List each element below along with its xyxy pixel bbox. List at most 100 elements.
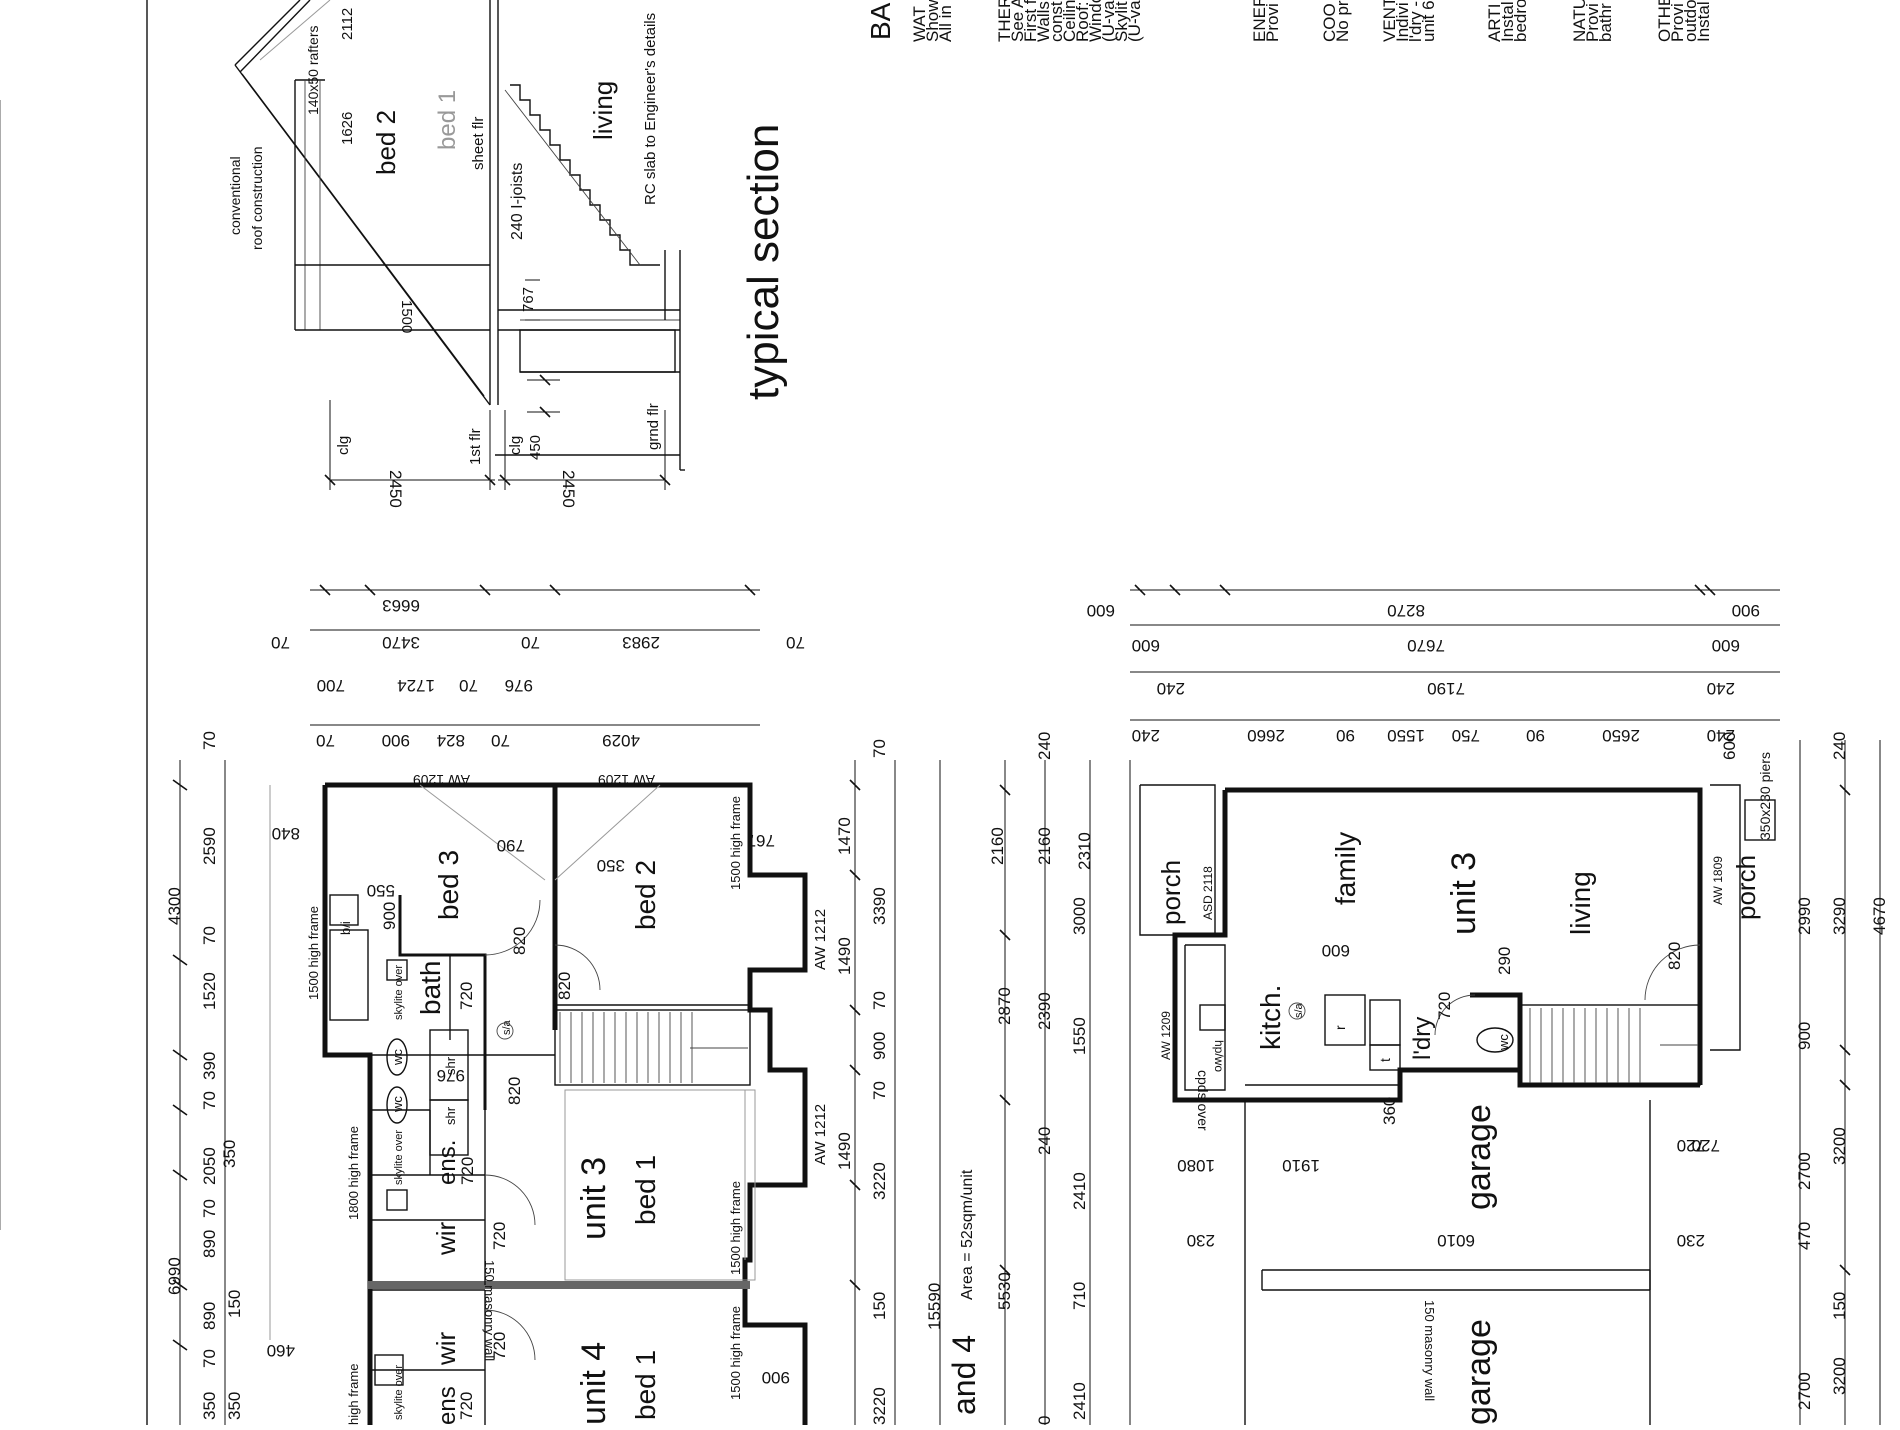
upper-dim-top: 70	[521, 633, 540, 652]
upper-dim-left: 890	[200, 1302, 219, 1330]
ground-dim-top: 2660	[1247, 726, 1285, 745]
ground-dim-left: 5530	[995, 1272, 1014, 1310]
ground-floor-plan: porch ASD 2118 family unit 3 living AW 1…	[988, 584, 1889, 1425]
ground-room-r: r	[1332, 1025, 1348, 1030]
ground-dim-top: 1550	[1387, 726, 1425, 745]
upper-dim-top: 70	[316, 731, 335, 750]
upper-floor-plan: bed 3 bed 2 bath b/i wc shr wc shr ens. …	[165, 584, 982, 1425]
notes-line: unit 6	[1419, 0, 1438, 42]
ground-dim-top: 600	[1087, 601, 1115, 620]
notes-line: Provi	[1263, 3, 1282, 42]
upper-dim-left: 390	[200, 1052, 219, 1080]
notes-line: Indivi	[1393, 2, 1412, 42]
dim-tick	[1839, 784, 1851, 796]
ground-dim-inner: 6010	[1437, 1231, 1475, 1250]
ground-dim-left: 240	[1035, 732, 1054, 760]
ground-room-aw1209: AW 1209	[1159, 1011, 1173, 1060]
upper-dim-right: 70	[870, 739, 889, 758]
ground-room-piers: 350x230 piers	[1757, 752, 1773, 840]
upper-room-unit3: unit 3	[575, 1157, 613, 1240]
ground-dim-left: 2410	[1070, 1172, 1089, 1210]
notes-heading: BA	[865, 2, 896, 40]
dim-tick	[319, 584, 331, 596]
ground-dim-left: 2310	[1075, 832, 1094, 870]
upper-note-frame1500-d: 1500 high frame	[728, 1306, 743, 1400]
section-label-conventional: conventional	[227, 156, 243, 235]
ground-dim-right: 2990	[1795, 897, 1814, 935]
dim-tick	[1839, 1264, 1851, 1276]
ground-dim-left: 2160	[988, 827, 1007, 865]
dim-tick	[1704, 584, 1716, 596]
dim-tick	[172, 1104, 188, 1116]
upper-dim-right: 900	[870, 1032, 889, 1060]
ground-dim-inner: 720	[1677, 1136, 1705, 1155]
upper-dim-left: 2590	[200, 827, 219, 865]
upper-dim-inner: 900	[380, 902, 399, 930]
dim-tick	[1134, 584, 1146, 596]
notes-line: Instal	[1498, 1, 1517, 42]
dim-tick	[549, 584, 561, 596]
upper-room-unit4: unit 4	[575, 1342, 613, 1425]
ground-dim-left: 1550	[1070, 1017, 1089, 1055]
ground-dim-top: 600	[1712, 636, 1740, 655]
ground-dim-top: 750	[1452, 726, 1480, 745]
upper-dim-left: 150	[225, 1290, 244, 1318]
section-label-i-joists: 240 I-joists	[509, 163, 526, 240]
upper-dim-left: 70	[200, 731, 219, 750]
upper-dim-right: 70	[870, 1081, 889, 1100]
upper-skylite-1: skylite over	[393, 965, 405, 1020]
dim-tick	[479, 584, 491, 596]
upper-dim-top: 70	[786, 633, 805, 652]
section-room-bed1: bed 1	[434, 90, 461, 150]
notes-line: COO	[1320, 3, 1339, 42]
ground-room-garage: garage	[1460, 1104, 1498, 1210]
ground-dim-top: 240	[1707, 726, 1735, 745]
ground-dim-inner: 1910	[1282, 1156, 1320, 1175]
ground-dim-left: 2870	[995, 987, 1014, 1025]
dim-tick	[999, 784, 1011, 796]
upper-room-bed2: bed 2	[630, 860, 661, 930]
upper-note-aw1209-b: AW 1209	[598, 772, 655, 788]
section-dim-1626: 1626	[339, 112, 356, 145]
upper-note-masonry: 150 masonry wall	[482, 1260, 497, 1361]
ground-dim-left: 3000	[1070, 897, 1089, 935]
upper-note-aw1212-b: AW 1212	[812, 1104, 829, 1165]
upper-dim-inner: 720	[457, 982, 476, 1010]
upper-room-shr2: shr	[443, 1106, 458, 1125]
dim-tick	[172, 1279, 188, 1291]
upper-dim-inner: 720	[457, 1392, 476, 1420]
upper-note-and4: and 4	[946, 1335, 982, 1415]
notes-line: Ceilin	[1060, 0, 1079, 42]
upper-sa: s/a	[501, 1019, 513, 1035]
ground-dim-right: 3200	[1830, 1127, 1849, 1165]
section-dim-2450-lower: 2450	[559, 470, 578, 508]
ground-dim-top: 240	[1157, 679, 1185, 698]
notes-line: Skylit	[1112, 1, 1131, 42]
dim-tick	[849, 1064, 861, 1076]
ground-room-asd: ASD 2118	[1201, 866, 1215, 920]
dim-tick	[744, 584, 756, 596]
notes-line: All in	[936, 5, 955, 42]
upper-note-frame1500-b: 1500 high frame	[728, 796, 743, 890]
ground-room-garage2: garage	[1460, 1319, 1498, 1425]
ground-dim-inner: 720	[1692, 1136, 1720, 1155]
upper-dim-left: 6990	[165, 1257, 184, 1295]
upper-room-bi: b/i	[338, 921, 353, 935]
ground-dim-left: 240	[1035, 1127, 1054, 1155]
notes-line: (U-va	[1125, 0, 1144, 42]
upper-dim-inner: 976	[437, 1066, 465, 1085]
ground-room-porch1: porch	[1156, 860, 1186, 925]
notes-line: l'dry -	[1406, 1, 1425, 42]
ground-room-t: t	[1377, 1058, 1393, 1062]
notes-line: First f	[1021, 0, 1040, 42]
dim-tick	[172, 779, 188, 791]
upper-dim-right: 15590	[925, 1283, 944, 1330]
section-label-rafters: 140x50 rafters	[305, 26, 321, 116]
upper-dim-left: 4300	[165, 887, 184, 925]
upper-room-wir: wir	[431, 1221, 461, 1256]
upper-dim-right: 3220	[870, 1162, 889, 1200]
typical-section: conventional roof construction 140x50 ra…	[227, 0, 788, 508]
ground-dim-top: 2650	[1602, 726, 1640, 745]
